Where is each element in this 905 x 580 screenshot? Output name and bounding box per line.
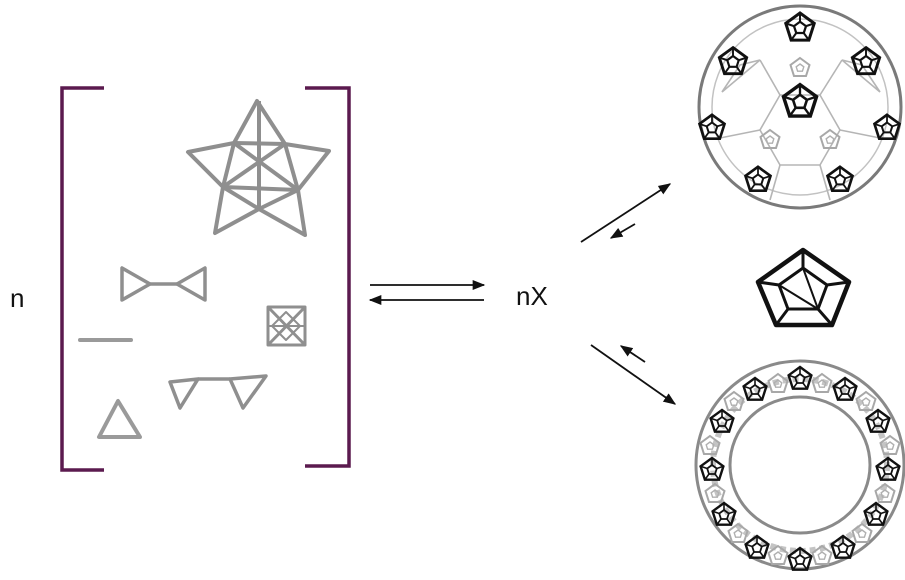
upper-equilibrium-arrows [580, 183, 672, 243]
right-bracket [305, 86, 351, 468]
left-bracket [60, 86, 104, 472]
square-pyramid-icon [266, 305, 307, 347]
torus-ring-icon [694, 359, 905, 571]
pentagonal-star-cluster-icon [186, 99, 331, 237]
bowtie-triangles-icon [120, 266, 207, 302]
triangle-icon [97, 399, 142, 439]
multiplier-label: n [10, 283, 25, 313]
equilibrium-arrows [368, 279, 486, 306]
pentagon-unit-icon [755, 247, 852, 328]
lower-equilibrium-arrows [590, 344, 677, 405]
corner-sharing-triangles-icon [168, 374, 268, 410]
assembled-unit-label: nX [516, 281, 548, 311]
spherical-cage-icon [697, 4, 903, 210]
